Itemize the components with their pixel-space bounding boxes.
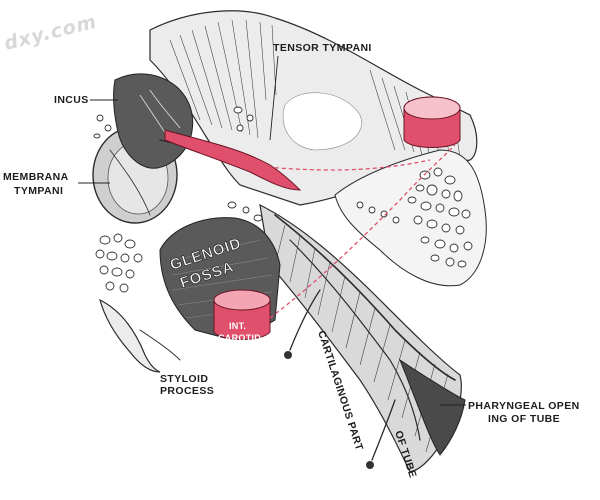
watermark-text: dxy.com [2,11,99,55]
svg-text:PROCESS: PROCESS [160,385,214,397]
carotid-course-dashed [269,144,456,319]
svg-text:ING OF TUBE: ING OF TUBE [488,413,560,425]
label-styloid-process: STYLOID PROCESS [160,373,214,397]
label-pharyngeal-opening: PHARYNGEAL OPEN ING OF TUBE [440,400,580,425]
label-membrana-tympani: MEMBRANA TYMPANI [3,171,110,197]
svg-text:CAROTID: CAROTID [218,333,261,343]
svg-text:INCUS: INCUS [54,94,89,106]
label-tensor-tympani: TENSOR TYMPANI [269,42,372,141]
tensor-tympani-muscle [164,129,302,191]
svg-text:INT.: INT. [229,321,246,331]
svg-text:STYLOID: STYLOID [160,373,208,385]
styloid-process [99,298,181,373]
label-int-carotid: INT. CAROTID [218,321,261,343]
carotid-course-dashed-2 [239,159,431,171]
carotid-artery-upper [403,96,461,148]
mastoid-cells [93,106,263,293]
label-incus: INCUS [54,94,118,106]
pins [284,289,396,469]
svg-text:TYMPANI: TYMPANI [14,185,63,197]
eustachian-tube [259,203,466,473]
svg-text:TENSOR TYMPANI: TENSOR TYMPANI [273,42,372,54]
carotid-artery-lower [213,289,271,340]
svg-text:PHARYNGEAL OPEN: PHARYNGEAL OPEN [468,400,580,412]
svg-text:MEMBRANA: MEMBRANA [3,171,69,183]
